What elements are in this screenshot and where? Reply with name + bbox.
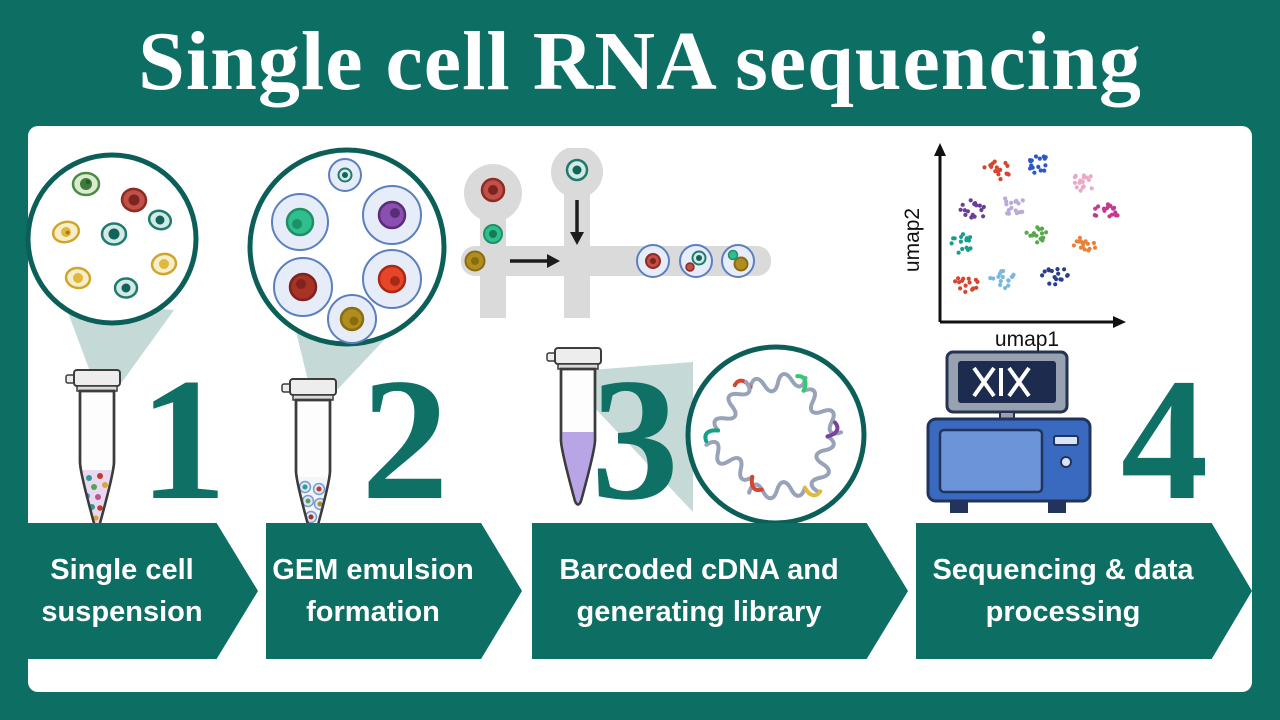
magnifier-cone-3 [591, 362, 693, 512]
gem-droplet-3 [721, 244, 755, 278]
umap-clusters [949, 154, 1120, 294]
tube-library-icon [546, 347, 602, 506]
step1-banner: Single cell suspension [28, 523, 258, 659]
umap-x-axis-label: umap1 [995, 328, 1059, 351]
cell-teal [565, 158, 589, 182]
step2-label-line1: GEM emulsion [272, 553, 474, 586]
y-axis-arrowhead [934, 143, 946, 156]
gem-droplet-2 [679, 244, 713, 278]
flow-arrow-right [510, 254, 560, 268]
step3-label-line2: generating library [576, 596, 822, 628]
cell-olive [464, 250, 486, 272]
step1-illustration [25, 152, 199, 528]
step4-label-line1: Sequencing & data [932, 553, 1194, 586]
step3-banner: Barcoded cDNA and generating library [532, 523, 908, 659]
step2-banner: GEM emulsion formation [266, 523, 522, 659]
step4-label-line2: processing [985, 596, 1141, 628]
magnifier-single-cells-icon [25, 152, 199, 326]
step1-label-line2: suspension [41, 596, 203, 628]
step1-number: 1 [139, 342, 227, 536]
step4-banner: Sequencing & data processing [916, 523, 1252, 659]
step2-number: 2 [361, 342, 449, 536]
umap-plot: umap2 umap1 [901, 143, 1126, 351]
dna-screen-graphic [972, 366, 1031, 398]
step2-label-line2: formation [306, 596, 440, 628]
step1-label-line1: Single cell [50, 553, 194, 586]
flow-arrow-down [570, 200, 584, 245]
page-title: Single cell RNA sequencing [138, 15, 1142, 108]
step3-number: 3 [591, 342, 679, 536]
magnifier-gem-droplets-icon [247, 147, 447, 347]
microfluidic-chip-icon [461, 148, 771, 318]
tube-gem-emulsion-icon [281, 378, 337, 537]
magnifier-cdna-strands-icon [685, 344, 867, 526]
step4-number: 4 [1120, 342, 1209, 536]
tube-cell-suspension-icon [65, 369, 121, 528]
step3-illustration [546, 344, 867, 526]
cell-green [483, 224, 503, 244]
cell-red [480, 177, 506, 203]
sequencer-machine-icon [926, 350, 1092, 513]
umap-y-axis-label: umap2 [901, 208, 924, 272]
step3-label-line1: Barcoded cDNA and [559, 553, 839, 586]
gem-droplet-1 [636, 244, 670, 278]
x-axis-arrowhead [1113, 316, 1126, 328]
